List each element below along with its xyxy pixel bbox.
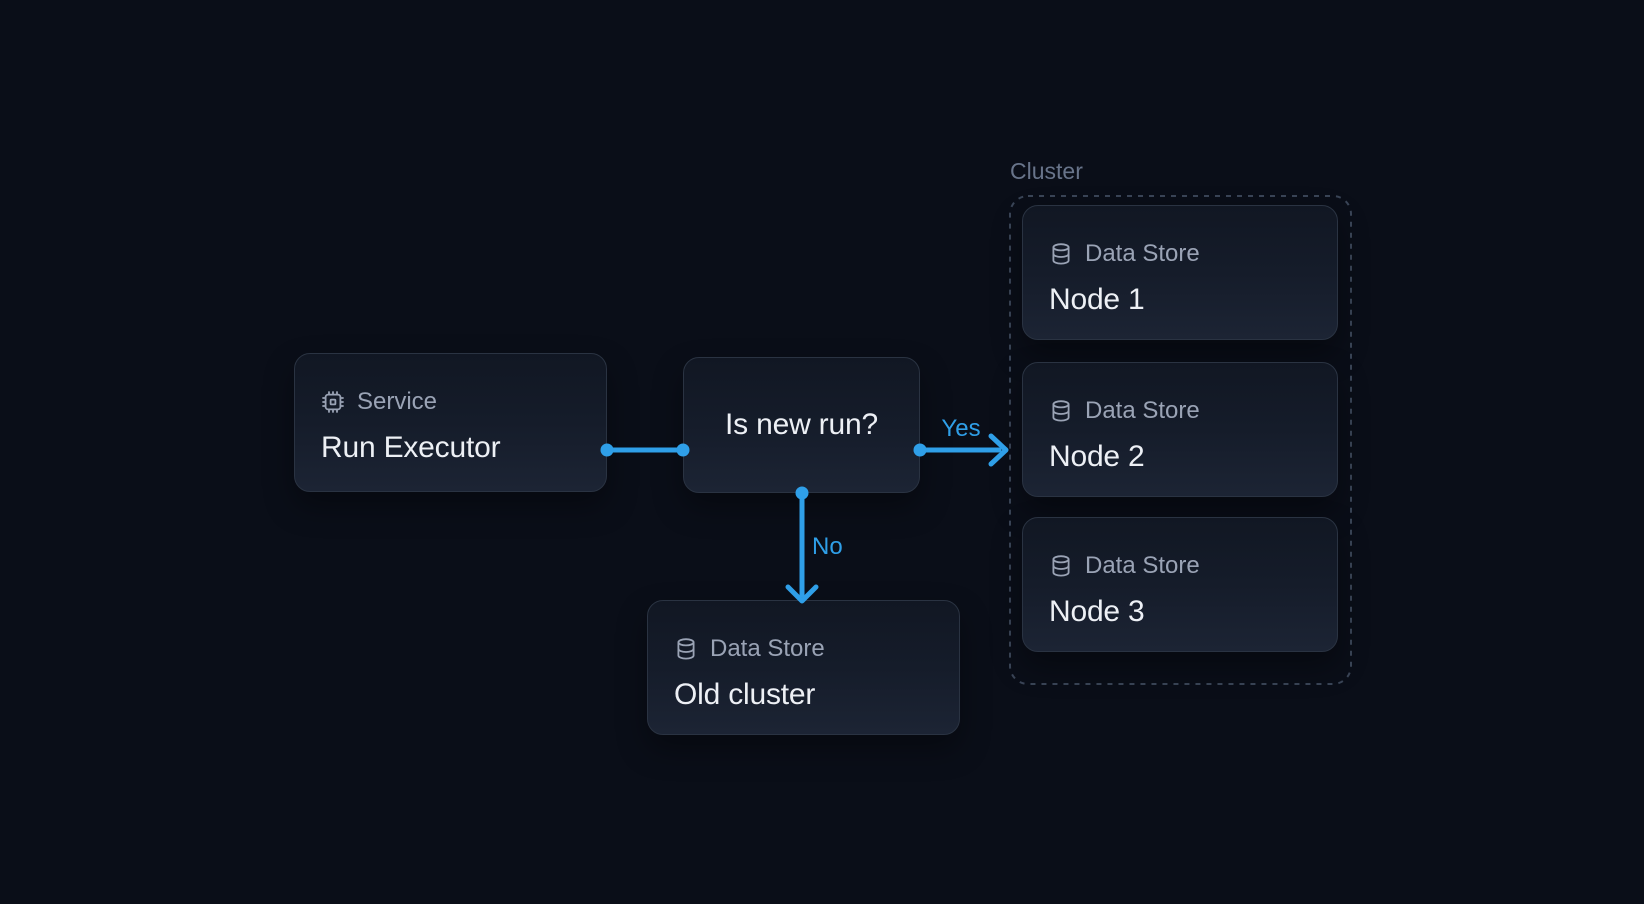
database-icon: [1049, 242, 1073, 266]
node-cluster-node-2[interactable]: Data Store Node 2: [1022, 362, 1338, 497]
node-type-label: Data Store: [1085, 397, 1200, 424]
node-cluster-node-1[interactable]: Data Store Node 1: [1022, 205, 1338, 340]
database-icon: [1049, 399, 1073, 423]
node-cluster-node-3[interactable]: Data Store Node 3: [1022, 517, 1338, 652]
node-title: Node 3: [1049, 595, 1145, 628]
node-old-cluster[interactable]: Data Store Old cluster: [647, 600, 960, 735]
node-title: Run Executor: [321, 431, 501, 464]
node-decision[interactable]: Is new run?: [683, 357, 920, 493]
decision-title: Is new run?: [725, 408, 878, 441]
node-type-label: Data Store: [1085, 552, 1200, 579]
node-type-label: Service: [357, 388, 438, 415]
database-icon: [674, 637, 698, 661]
database-icon: [1049, 554, 1073, 578]
node-type-row: Data Store: [1049, 240, 1200, 268]
edge-label-no: No: [812, 533, 843, 560]
node-type-row: Data Store: [674, 635, 825, 663]
node-type-label: Data Store: [1085, 240, 1200, 267]
node-type-label: Data Store: [710, 635, 825, 662]
node-title: Old cluster: [674, 678, 816, 711]
edge-service-to-decision: [600, 443, 690, 457]
edge-label-yes: Yes: [941, 415, 981, 442]
node-type-row: Data Store: [1049, 552, 1200, 580]
node-service[interactable]: Service Run Executor: [294, 353, 607, 492]
chip-icon: [321, 390, 345, 414]
node-type-row: Service: [321, 388, 437, 416]
node-type-row: Data Store: [1049, 397, 1200, 425]
node-title: Node 1: [1049, 283, 1145, 316]
node-title: Node 2: [1049, 440, 1145, 473]
cluster-label: Cluster: [1010, 158, 1083, 184]
